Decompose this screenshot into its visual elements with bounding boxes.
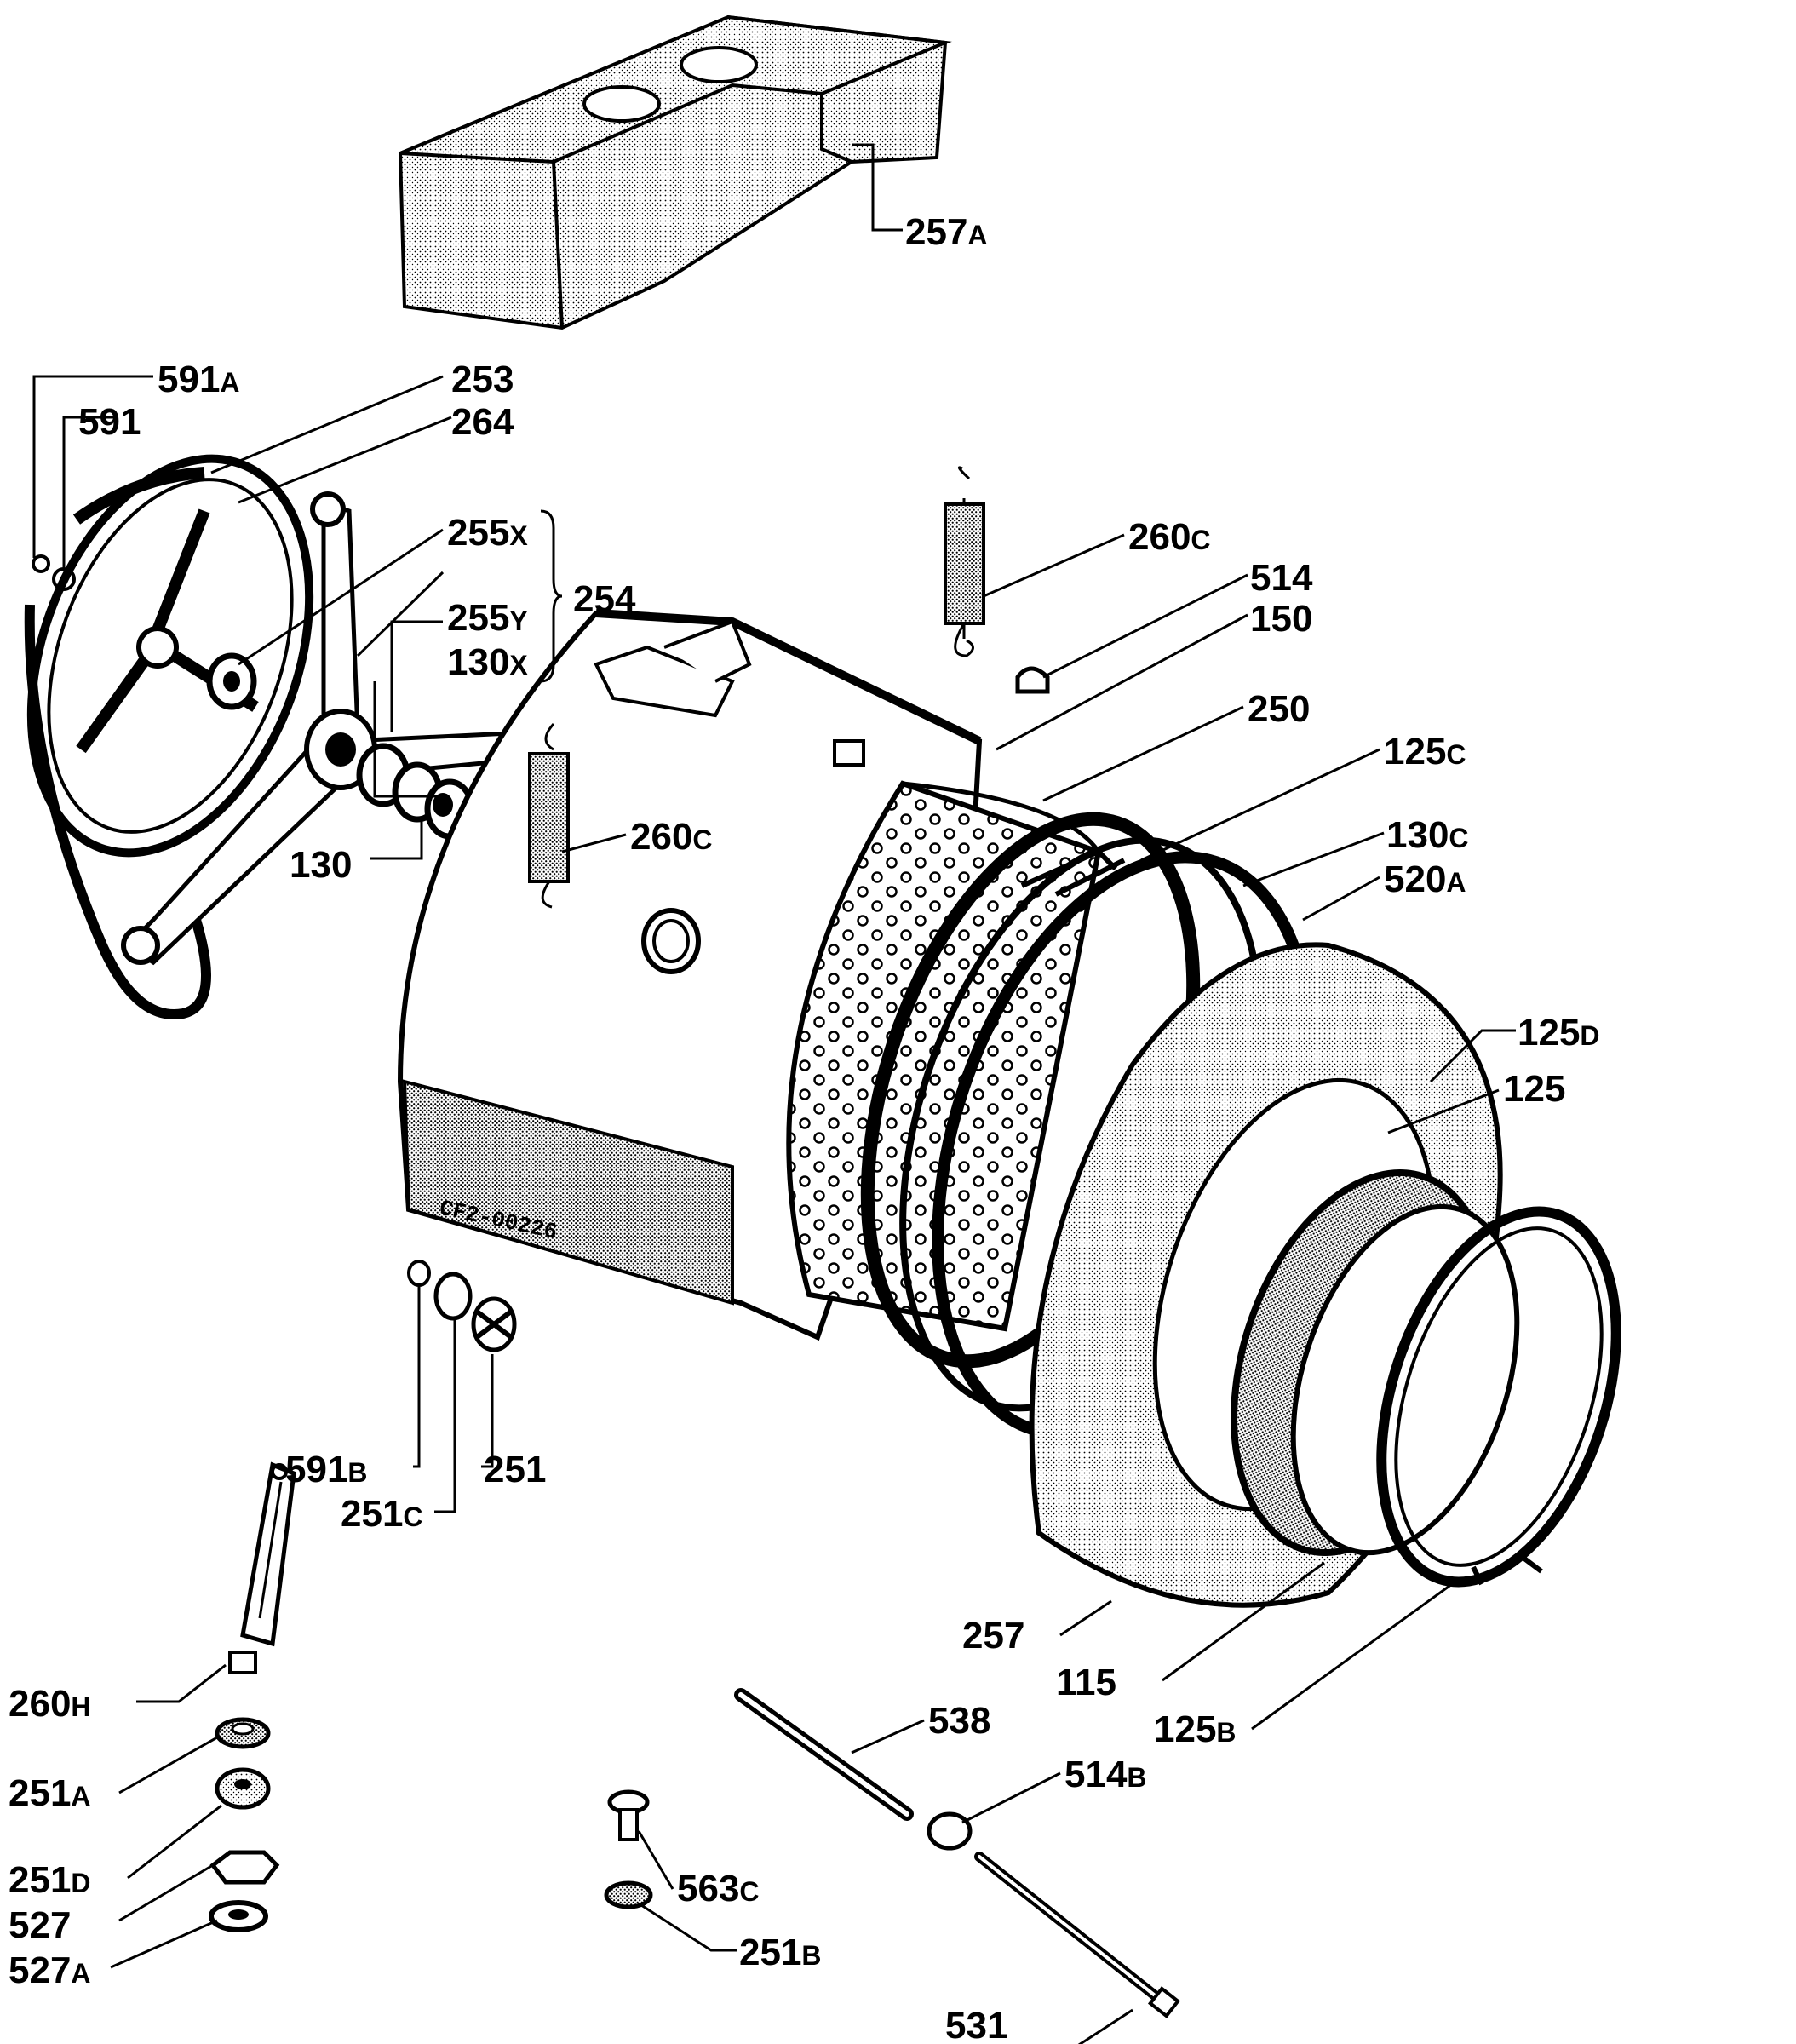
spring-left [528,722,570,909]
label-125d: 125D [1518,1012,1600,1054]
door-seal [1231,1169,1520,1556]
label-257: 257 [962,1615,1024,1656]
label-254: 254 [573,578,636,620]
bearing-stack [356,743,475,840]
leader-lines [32,143,1516,2044]
circlips-591 [32,554,76,591]
label-538: 538 [928,1700,990,1742]
washer-527a [209,1900,268,1932]
label-125: 125 [1503,1068,1565,1110]
clamp-band [1376,1206,1621,1588]
label-115: 115 [1056,1662,1116,1703]
rod-538 [734,1688,914,1821]
spring-top [944,466,985,657]
label-250: 250 [1248,688,1310,730]
cap-514 [1015,666,1050,694]
label-125b: 125B [1154,1708,1237,1750]
label-563c: 563C [677,1868,760,1909]
label-255x: 255X [447,512,528,554]
label-251: 251 [484,1449,546,1490]
label-130x: 130X [447,641,528,683]
washer-591b [407,1260,431,1287]
grommet-251a [215,1717,271,1749]
label-514: 514 [1250,557,1313,599]
label-514b: 514B [1064,1754,1147,1795]
drive-belt [24,467,211,1019]
drive-pulley [26,454,314,858]
grommet-251d [215,1767,271,1810]
label-591: 591 [78,401,141,443]
label-260c-left: 260C [630,816,713,858]
label-591a: 591A [158,359,240,400]
label-531: 531 [945,2005,1007,2044]
label-130c: 130C [1386,814,1469,856]
label-257a: 257A [905,211,988,253]
label-251c: 251C [341,1493,423,1535]
label-264: 264 [451,401,514,443]
label-130: 130 [290,844,352,886]
bearing-spider [121,491,540,966]
label-260c-top: 260C [1128,516,1211,558]
label-253: 253 [451,359,514,400]
bolt-563c [607,1789,650,1841]
label-527: 527 [9,1904,71,1946]
label-251d: 251D [9,1859,91,1901]
shock-absorber-260h [228,1461,296,1674]
nut-527 [209,1850,280,1885]
bush-514b [927,1811,973,1851]
label-251a: 251A [9,1772,91,1814]
bolt-531 [974,1852,1181,2018]
cap-251c [433,1272,473,1321]
cross-plate-251 [471,1296,517,1352]
label-125c: 125C [1384,731,1466,772]
washer-251b [604,1880,653,1909]
counterweight-top [398,14,952,330]
label-150: 150 [1250,598,1312,640]
label-255y: 255Y [447,597,528,639]
label-591b: 591B [285,1449,368,1490]
label-520a: 520A [1384,858,1466,900]
label-527a: 527A [9,1949,91,1991]
label-260h: 260H [9,1683,91,1725]
label-251b: 251B [739,1932,822,1973]
bearing-255x [206,652,257,710]
